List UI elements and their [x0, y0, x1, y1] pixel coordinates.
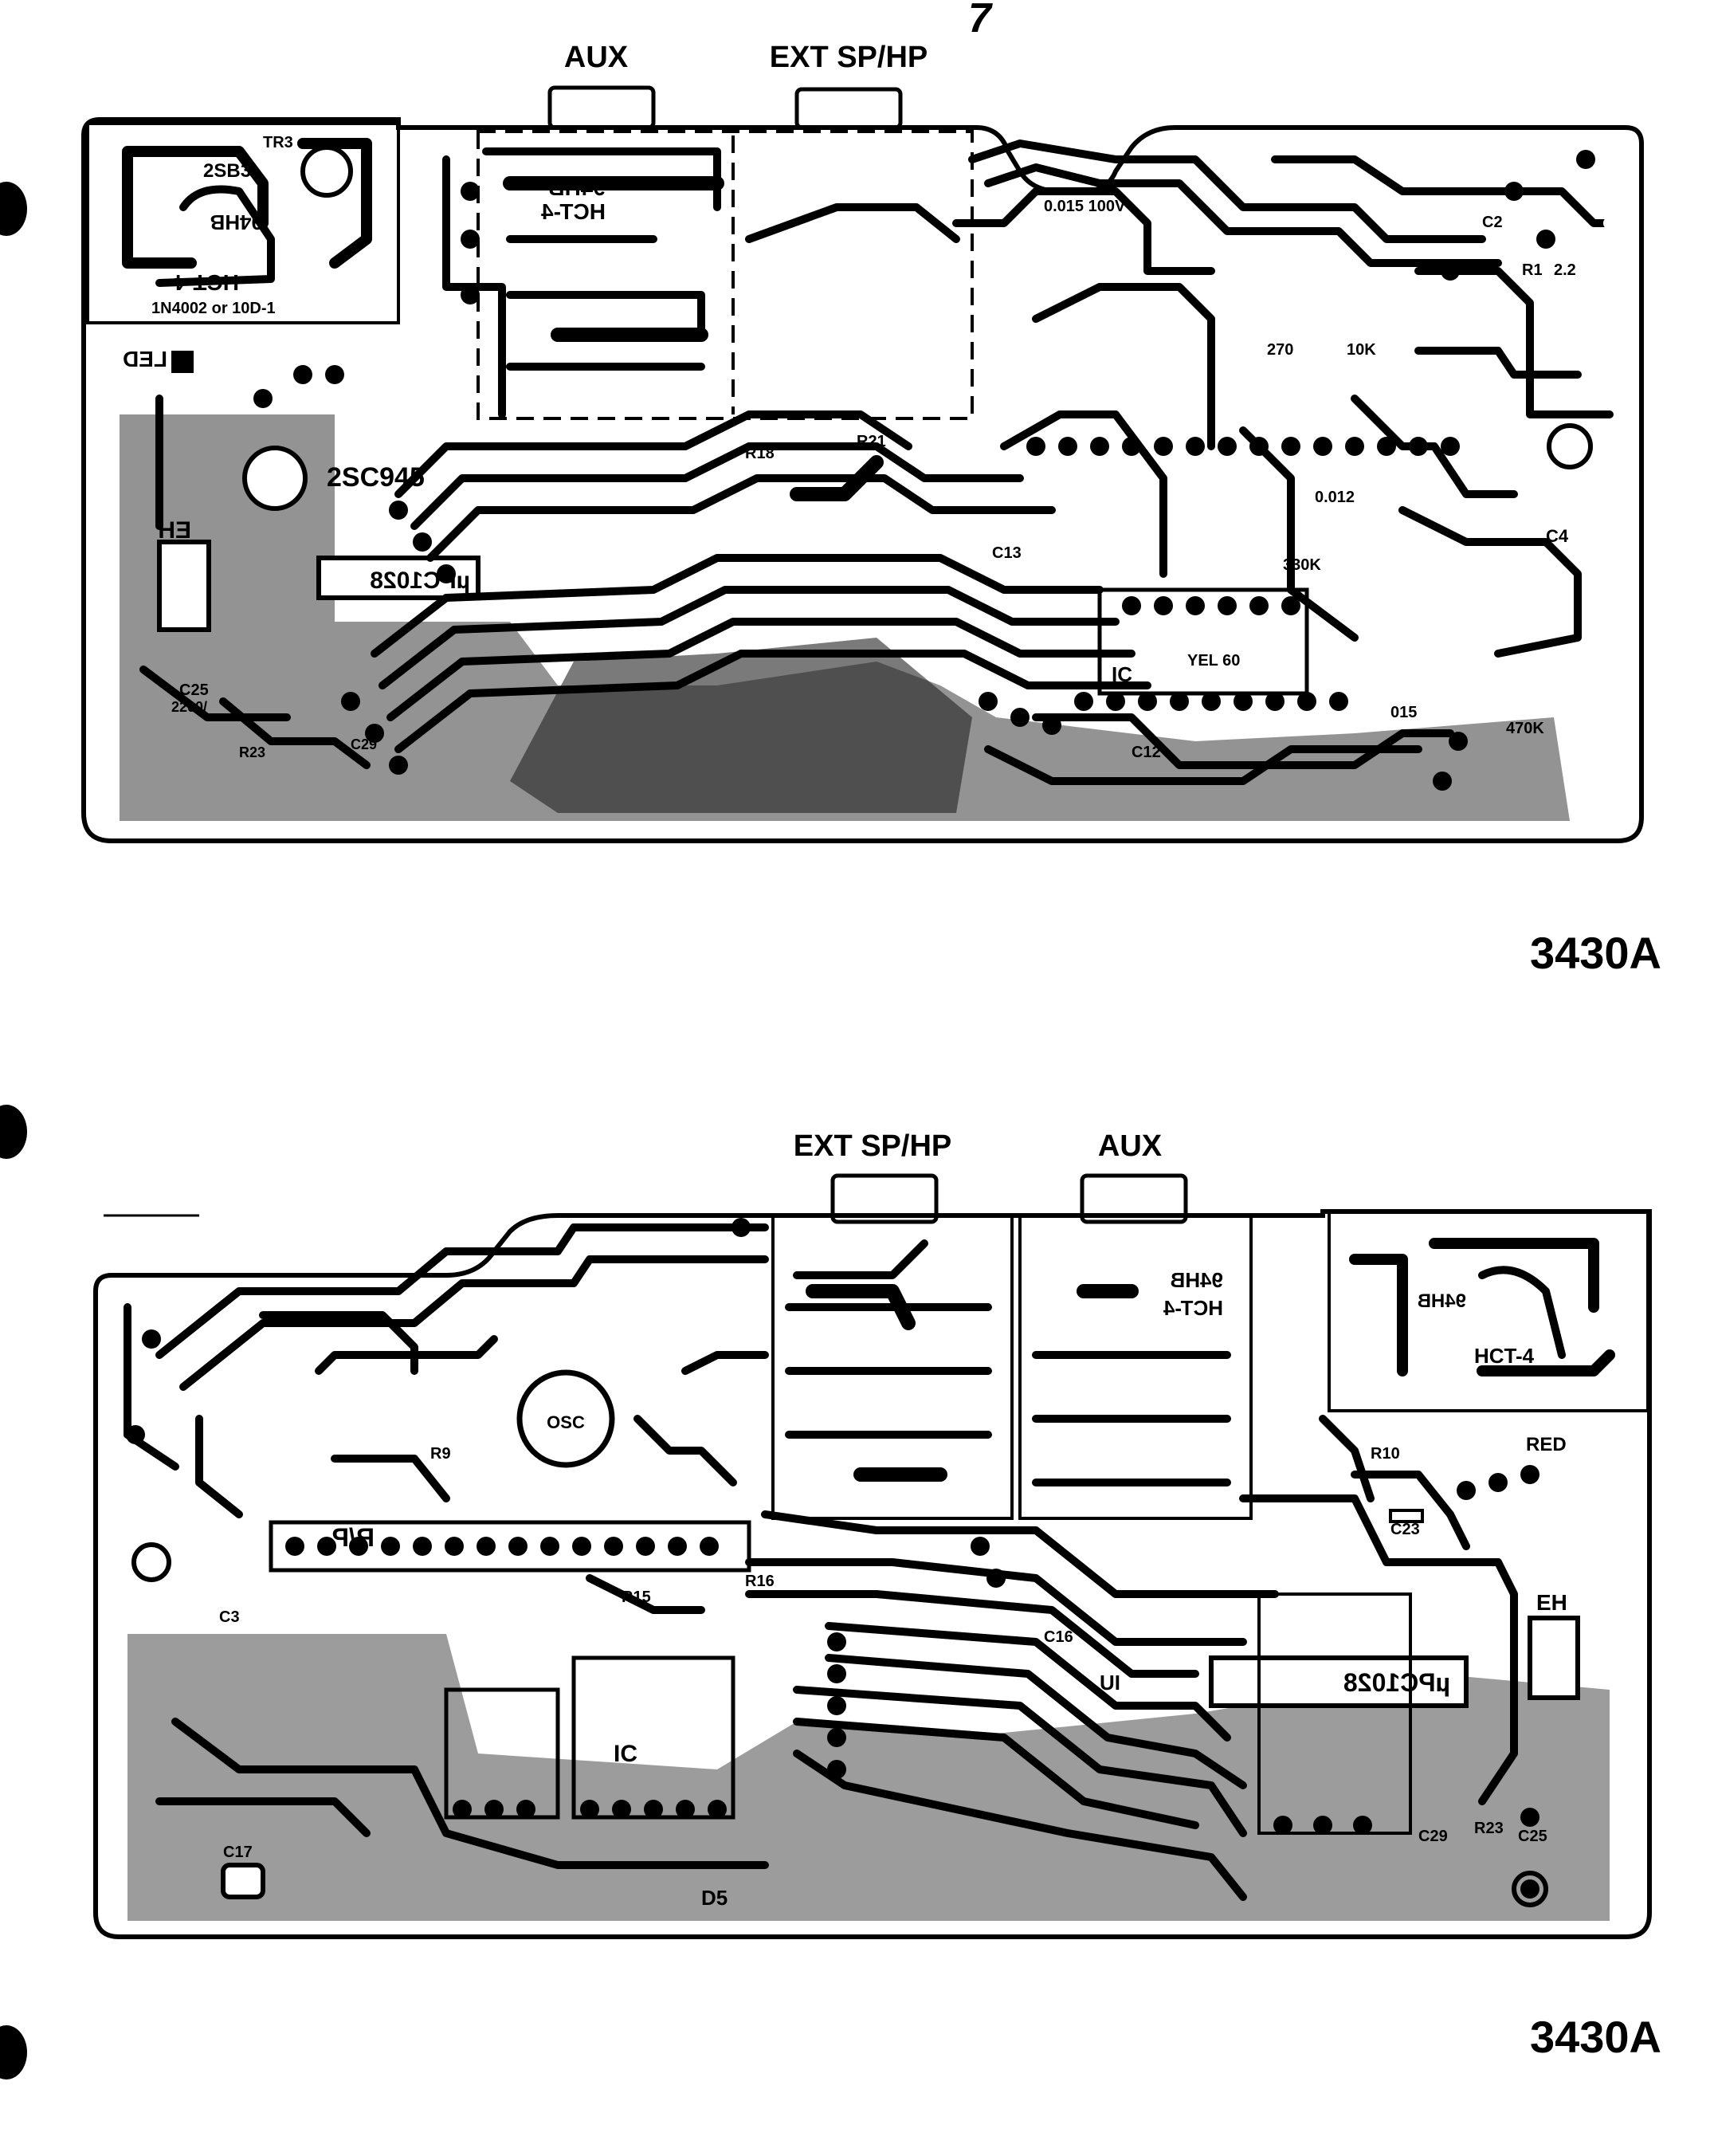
top-sheet-mark: 7	[968, 0, 993, 41]
bottom-ic-left	[444, 1687, 560, 1820]
bottom-c25-label: C25	[1518, 1828, 1547, 1845]
top-aux-label: AUX	[564, 41, 629, 74]
top-ground-plane	[120, 414, 1570, 821]
bottom-aux-jack	[1080, 1173, 1188, 1224]
top-c13-label: C13	[992, 544, 1022, 562]
top-2sb3-label: 2SB3	[203, 160, 251, 182]
bottom-upc-label: µPC1028	[1343, 1668, 1450, 1697]
top-ic-label: IC	[1112, 662, 1132, 686]
bottom-head-94hb-label: 94HB	[1171, 1268, 1223, 1292]
top-hct4-label: HCT-4	[175, 270, 239, 295]
bottom-sub-94hb-label: 94HB	[1418, 1290, 1466, 1312]
bottom-red-label: RED	[1526, 1434, 1567, 1455]
bottom-r9-label: R9	[430, 1445, 451, 1463]
bottom-rectifier-subboard	[1328, 1210, 1649, 1412]
bottom-board: EXT SP/HP AUX 94HB HCT-4 94HB HCT-4 EH	[93, 1129, 1661, 2062]
bottom-sub-hct4-label: HCT-4	[1474, 1344, 1535, 1368]
top-330k-label: 330K	[1283, 556, 1321, 574]
top-10k-label: 10K	[1347, 341, 1376, 359]
top-ground-dark-region	[510, 638, 972, 813]
top-r23-label: R23	[239, 744, 265, 760]
bottom-r15-label: R15	[622, 1589, 651, 1606]
top-470k-label: 470K	[1506, 720, 1544, 737]
bottom-c16-label: C16	[1044, 1628, 1073, 1646]
bottom-osc-label: OSC	[547, 1412, 585, 1432]
top-c12-label: C12	[1132, 744, 1161, 761]
bottom-r10-label: R10	[1371, 1445, 1400, 1463]
top-c25-value: 2200/	[171, 699, 207, 715]
bottom-d5-label: D5	[701, 1886, 728, 1910]
top-eh-component	[157, 540, 211, 632]
bottom-osc-coil	[516, 1369, 615, 1468]
bottom-upc-chip	[1209, 1655, 1469, 1708]
top-head-hct4-label: HCT-4	[541, 199, 606, 224]
bottom-signal-traces	[124, 1223, 1518, 1901]
bottom-ext-sp-hp-label: EXT SP/HP	[794, 1129, 952, 1163]
top-rectifier-traces	[122, 138, 372, 269]
top-c2-label: C2	[1482, 214, 1503, 231]
top-diode-note: 1N4002 or 10D-1	[151, 300, 276, 317]
bottom-head-box-left	[771, 1214, 1014, 1520]
top-main-ic	[1097, 587, 1309, 696]
top-r1-label: R1	[1522, 261, 1543, 279]
top-c25-label: C25	[179, 681, 209, 699]
top-r1-value: 2.2	[1554, 261, 1576, 279]
top-tr3-label: TR3	[263, 134, 293, 151]
bottom-eh-component	[1528, 1616, 1580, 1700]
top-94hb-label: 94HB	[210, 210, 263, 234]
bottom-r16-label: R16	[745, 1573, 775, 1590]
top-eh-label: EH	[158, 517, 191, 544]
top-led-label: LED	[123, 347, 167, 371]
top-solder-pads	[253, 150, 1595, 791]
bottom-head-box-right	[1018, 1214, 1253, 1520]
bottom-c23-label: C23	[1390, 1521, 1420, 1538]
bottom-ui-label: UI	[1100, 1671, 1120, 1695]
bottom-model-number: 3430A	[1530, 2012, 1661, 2062]
bottom-c3-label: C3	[219, 1608, 240, 1626]
bottom-board-outline	[93, 1209, 1652, 1939]
bottom-r23-label: R23	[1474, 1820, 1504, 1837]
top-rectifier-subboard	[86, 122, 400, 324]
bottom-aux-label: AUX	[1098, 1129, 1163, 1163]
bottom-head-hct4-label: HCT-4	[1163, 1296, 1223, 1320]
bottom-ext-jack	[830, 1173, 939, 1224]
top-aux-jack	[547, 85, 656, 130]
top-cap-0015-label: 0.015 100V	[1044, 198, 1126, 215]
top-0012-label: 0.012	[1315, 489, 1355, 506]
top-model-number: 3430A	[1530, 928, 1661, 978]
top-270-label: 270	[1267, 341, 1293, 359]
top-yel-label: YEL 60	[1187, 652, 1240, 670]
top-ext-sp-hp-label: EXT SP/HP	[770, 41, 928, 74]
top-board: 7 AUX EXT SP/HP TR3 2SB3 94HB HCT-4 1N40…	[81, 0, 1661, 978]
top-r21-label: R21	[857, 433, 886, 450]
top-upc-chip	[316, 556, 480, 600]
top-c4-label: C4	[1546, 526, 1569, 546]
top-ext-jack	[794, 87, 903, 130]
top-015-label: 015	[1390, 704, 1417, 721]
top-signal-traces	[139, 139, 1614, 785]
bottom-ic-label: IC	[614, 1741, 637, 1767]
bottom-solder-pads	[126, 1218, 1539, 1899]
top-c29-label: C29	[351, 736, 377, 752]
bottom-eh-label: EH	[1536, 1590, 1567, 1615]
top-head-dashed-box	[477, 130, 974, 420]
bottom-c29-label: C29	[1418, 1828, 1448, 1845]
top-tr2-body	[242, 446, 308, 511]
top-r18-label: R18	[745, 445, 775, 462]
bottom-c17-label: C17	[223, 1844, 253, 1861]
binder-holes	[0, 182, 27, 2079]
bottom-rp-row	[269, 1520, 751, 1573]
